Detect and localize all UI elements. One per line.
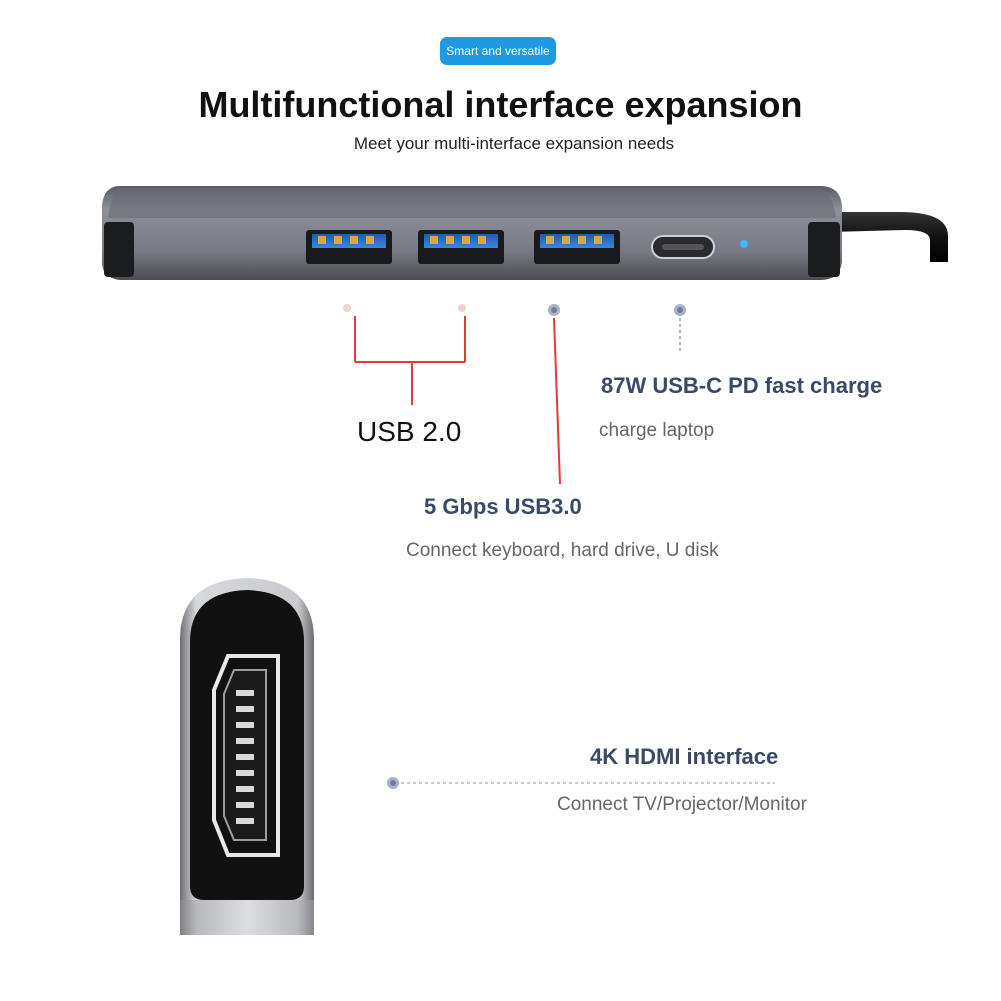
hub-left-end-cap	[104, 222, 134, 277]
usbc-description: charge laptop	[599, 420, 715, 441]
hdmi-title: 4K HDMI interface	[590, 744, 779, 769]
usbc-title: 87W USB-C PD fast charge	[601, 373, 883, 398]
usbc-leader-line	[674, 304, 686, 354]
usb3-title: 5 Gbps USB3.0	[424, 494, 582, 519]
hdmi-description: Connect TV/Projector/Monitor	[557, 794, 807, 815]
usb3-description: Connect keyboard, hard drive, U disk	[406, 540, 719, 561]
usb2-leader-lines	[343, 304, 466, 405]
usb-c-cable	[830, 212, 948, 262]
usb2-port-1	[306, 230, 392, 264]
usb2-title: USB 2.0	[357, 416, 462, 447]
badge-smart-versatile: Smart and versatile	[440, 37, 556, 65]
usb3-port	[534, 230, 620, 264]
page-subtitle: Meet your multi-interface expansion need…	[353, 134, 675, 153]
hdmi-leader-line	[387, 777, 775, 789]
status-led	[740, 240, 748, 248]
usb-c-port	[651, 235, 715, 259]
usb3-leader-line	[548, 304, 561, 485]
usb2-port-2	[418, 230, 504, 264]
page-title: Multifunctional interface expansion	[198, 84, 803, 125]
hub-right-end-cap	[808, 222, 840, 277]
hdmi-end-view	[180, 578, 314, 935]
